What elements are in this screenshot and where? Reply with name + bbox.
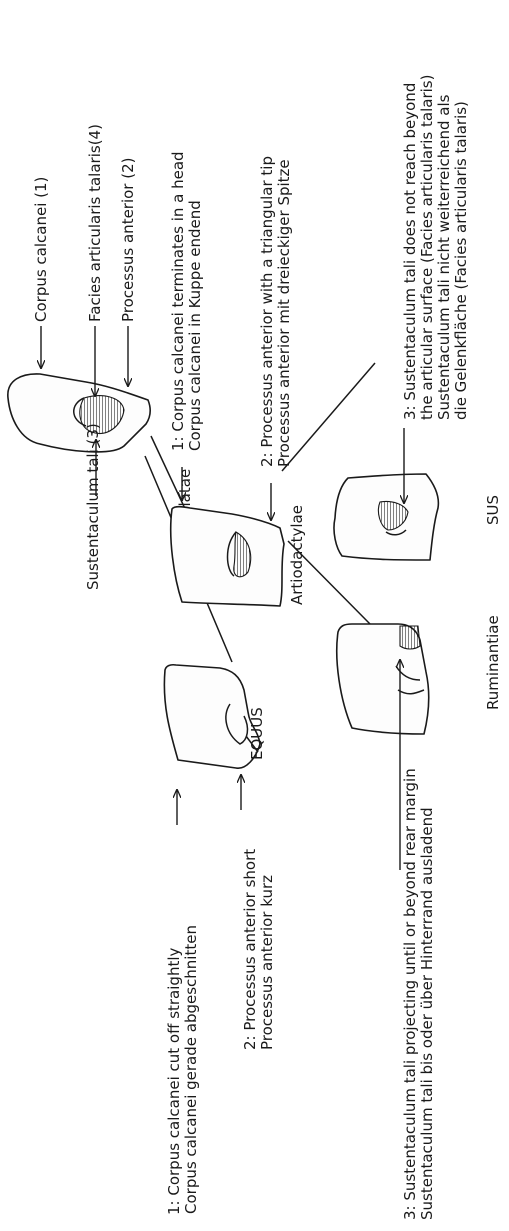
sustentaculum-tali-label: Sustentaculum tali (3) <box>84 423 102 590</box>
svg-text:Processus anterior (2): Processus anterior (2) <box>119 158 137 323</box>
artiodactylae-calcaneus-bone <box>171 507 284 606</box>
sus-label: SUS <box>484 495 502 525</box>
artio-note-2-de: Processus anterior mit dreieckiger Spitz… <box>275 159 293 467</box>
svg-text:Facies articularis talaris(4): Facies articularis talaris(4) <box>86 124 104 322</box>
processus-anterior-label: Processus anterior (2) <box>119 158 137 387</box>
sus-note-en-1: 3: Sustentaculum tali does not reach bey… <box>401 83 419 420</box>
artio-note-2-en: 2: Processus anterior with a triangular … <box>258 156 276 467</box>
equus-note-1-en: 1: Corpus calcanei cut off straightly <box>165 948 183 1215</box>
equus-calcaneus-bone <box>164 665 260 768</box>
equus-note-2-de: Processus anterior kurz <box>258 875 276 1050</box>
generic-calcaneus-bone <box>8 374 150 452</box>
sus-note-de-1: Sustentaculum tali nicht weiterreichend … <box>435 94 453 420</box>
sus-note-de-2: die Gelenkfläche (Facies articularis tal… <box>452 101 470 420</box>
corpus-calcanei-label: Corpus calcanei (1) <box>32 177 50 368</box>
artiodactylae-label: Artiodactylae <box>288 505 306 605</box>
svg-text:Sustentaculum tali (3): Sustentaculum tali (3) <box>84 423 102 590</box>
ruminantiae-note-en: 3: Sustentaculum tali projecting until o… <box>401 768 419 1220</box>
sus-note-en-2: the articular surface (Facies articulari… <box>418 75 436 420</box>
equus-note-2-en: 2: Processus anterior short <box>241 849 259 1050</box>
sus-calcaneus-bone <box>334 474 438 560</box>
facies-articularis-label: Facies articularis talaris(4) <box>86 124 104 396</box>
branch-to-sus <box>282 363 375 471</box>
equus-label: EQUUS <box>248 707 266 760</box>
ruminantiae-calcaneus-bone <box>337 624 429 734</box>
equus-note-1-de: Corpus calcanei gerade abgeschnitten <box>182 925 200 1214</box>
ruminantiae-note-de: Sustentaculum tali bis oder über Hinterr… <box>418 807 436 1220</box>
artio-note-1-de: Corpus calcanei in Kuppe endend <box>186 200 204 451</box>
artio-note-1-en: 1: Corpus calcanei terminates in a head <box>169 151 187 451</box>
ruminantiae-label: Ruminantiae <box>484 615 502 710</box>
svg-text:Corpus calcanei (1): Corpus calcanei (1) <box>32 177 50 322</box>
